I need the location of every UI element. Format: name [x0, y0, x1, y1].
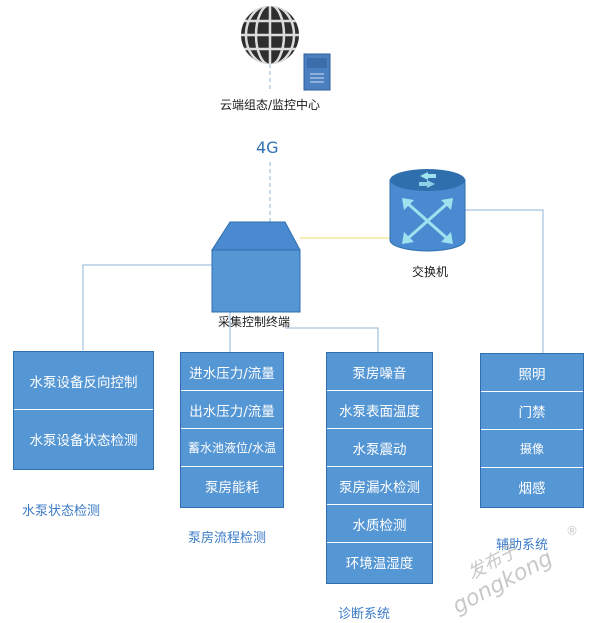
auxiliary-group: 照明 门禁 摄像 烟感: [480, 353, 584, 508]
pump-status-caption: 水泵状态检测: [22, 504, 101, 519]
link-4g-label: 4G: [256, 138, 279, 157]
pump-reverse-control-item: 水泵设备反向控制: [14, 352, 153, 410]
cloud-center-label: 云端组态/监控中心: [220, 98, 321, 112]
smoke-detector-item: 烟感: [518, 480, 546, 497]
pump-room-energy-item: 泵房能耗: [205, 480, 259, 496]
inlet-pressure-flow-item: 进水压力/流量: [181, 353, 283, 391]
switch-icon: [389, 169, 466, 252]
switch-label: 交换机: [412, 265, 449, 279]
access-control-item: 门禁: [481, 392, 583, 430]
camera-item: 摄像: [481, 430, 583, 468]
pump-status-detect-item: 水泵设备状态检测: [29, 432, 138, 449]
diagnosis-group: 泵房噪音 水泵表面温度 水泵震动 泵房漏水检测 水质检测 环境温湿度: [326, 352, 433, 584]
pump-vibration-item: 水泵震动: [327, 429, 432, 467]
diagnosis-caption: 诊断系统: [338, 607, 391, 622]
pump-room-flow-group: 进水压力/流量 出水压力/流量 蓄水池液位/水温 泵房能耗: [180, 352, 284, 508]
server-icon: [303, 53, 331, 91]
terminal-label: 采集控制终端: [218, 315, 291, 329]
pump-surface-temp-item: 水泵表面温度: [327, 391, 432, 429]
reservoir-level-temp-item: 蓄水池液位/水温: [181, 429, 283, 467]
diagnosis-connector: [285, 327, 379, 352]
watermark-registered-mark: ®: [566, 524, 578, 538]
water-quality-item: 水质检测: [327, 505, 432, 543]
auxiliary-caption: 辅助系统: [496, 538, 549, 553]
pump-status-group: 水泵设备反向控制 水泵设备状态检测: [13, 351, 154, 470]
pump-room-leak-item: 泵房漏水检测: [327, 467, 432, 505]
lighting-item: 照明: [481, 354, 583, 392]
pump-room-noise-item: 泵房噪音: [327, 353, 432, 391]
terminal-device-icon: [211, 221, 301, 313]
pump-status-connector: [82, 264, 212, 350]
aux-connector: [465, 209, 544, 353]
outlet-pressure-flow-item: 出水压力/流量: [181, 391, 283, 429]
env-temp-humidity-item: 环境温湿度: [345, 556, 414, 572]
globe-icon: [241, 6, 299, 64]
pump-room-flow-caption: 泵房流程检测: [188, 531, 267, 546]
